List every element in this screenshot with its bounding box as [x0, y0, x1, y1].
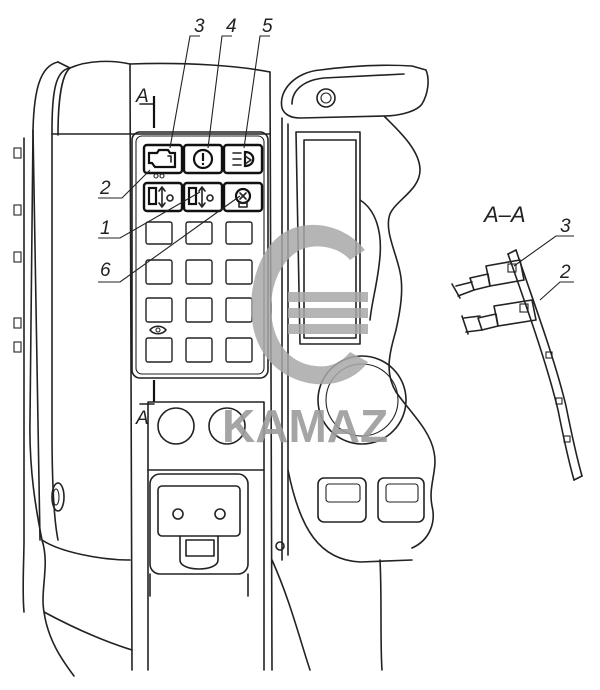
lamp-switch[interactable]: [222, 143, 264, 175]
engine-check-switch[interactable]: [142, 143, 184, 175]
engine-check-icon: [147, 148, 177, 169]
section-mark-bottom-label: A: [135, 408, 149, 429]
bulb-switch[interactable]: [222, 181, 264, 213]
callout-5: 5: [262, 16, 273, 37]
section-mark-bottom: A: [135, 380, 156, 429]
lower-panel: [147, 401, 265, 671]
blank-switch-grid: [145, 221, 253, 363]
eye-icon: [149, 325, 167, 335]
kamaz-watermark: KAMAZ: [222, 224, 388, 452]
callout-2: 2: [99, 178, 111, 199]
section-callout-3: 3: [560, 216, 571, 237]
callout-3: 3: [194, 16, 205, 37]
lamp-icon: [232, 150, 255, 168]
section-switch-2: [461, 299, 537, 335]
section-mark-top: A: [135, 86, 156, 128]
watermark-text: KAMAZ: [222, 400, 388, 452]
section-view-a-a: A–A 3 2: [451, 202, 583, 481]
dashboard-housing: [13, 60, 273, 677]
section-view-title: A–A: [482, 202, 526, 227]
callouts-main: 3 4 5 2 1 6: [98, 16, 273, 283]
axle-lock-icon: [187, 186, 214, 208]
section-mark-top-label: A: [135, 86, 149, 107]
section-switch-3: [451, 259, 525, 299]
axle-lock-switch-a[interactable]: [142, 181, 184, 213]
axle-lock-icon: [147, 186, 174, 208]
brake-warning-icon: [192, 148, 214, 170]
switch-panel: [131, 131, 269, 379]
section-callout-2: 2: [559, 262, 571, 283]
right-console: [271, 64, 436, 671]
brake-warning-switch[interactable]: [182, 143, 224, 175]
callout-4: 4: [226, 16, 237, 37]
callout-1: 1: [100, 218, 111, 239]
callout-6: 6: [100, 260, 111, 281]
bulb-icon: [234, 187, 252, 208]
axle-lock-switch-b[interactable]: [182, 181, 224, 213]
